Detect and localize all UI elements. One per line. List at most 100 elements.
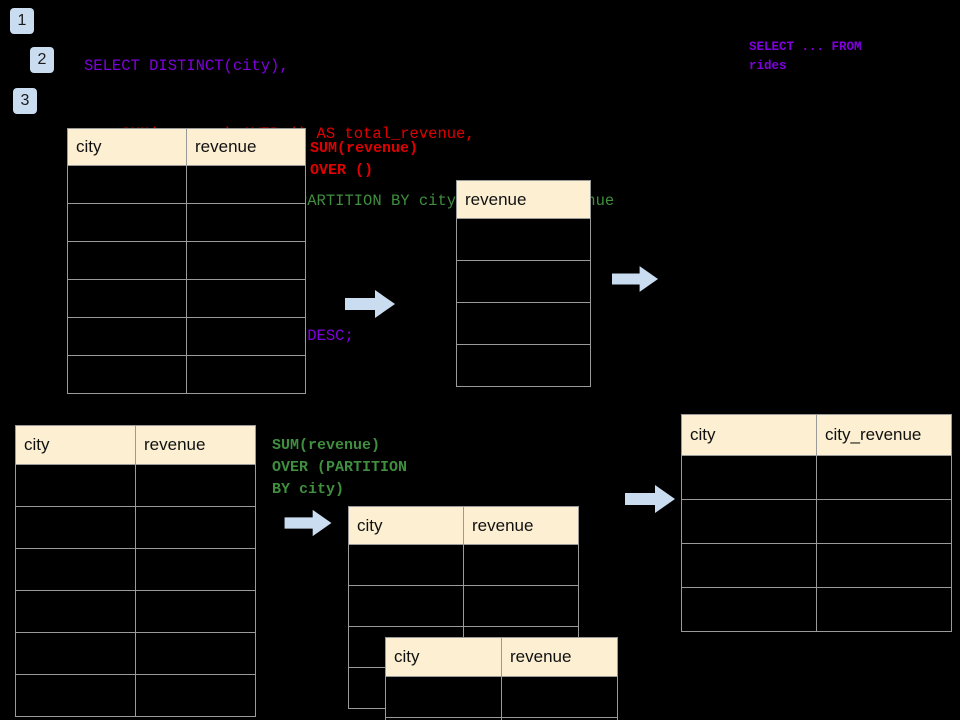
cell <box>15 506 136 549</box>
table-row <box>681 499 952 544</box>
header-cell-city: city <box>681 414 817 456</box>
arrow-rides-to-partition <box>284 509 332 537</box>
arrow-rides-to-total-revenue <box>345 290 395 318</box>
cell <box>501 676 618 718</box>
table-row <box>456 344 591 387</box>
annotation-total-revenue: SUM(revenue) OVER () <box>310 140 419 179</box>
cell <box>456 218 591 261</box>
cell <box>385 676 502 718</box>
cell <box>186 317 306 356</box>
cell <box>67 241 187 280</box>
cell <box>501 717 618 720</box>
cell <box>67 279 187 318</box>
cell <box>681 455 817 500</box>
table-row <box>15 590 256 633</box>
cell <box>15 464 136 507</box>
table-row <box>67 165 306 204</box>
cell <box>348 544 464 586</box>
cell <box>816 543 952 588</box>
cell <box>186 355 306 394</box>
table-header-row: city city_revenue <box>681 414 952 456</box>
cell <box>816 499 952 544</box>
header-cell-city-revenue: city_revenue <box>816 414 952 456</box>
table-row <box>67 355 306 394</box>
rides-source-table-top: city revenue <box>67 128 306 394</box>
table-row <box>456 260 591 303</box>
table-row <box>348 585 579 627</box>
header-cell-city: city <box>67 128 187 166</box>
cell <box>186 203 306 242</box>
table-row <box>15 506 256 549</box>
step-badge-2: 2 <box>30 47 54 73</box>
total-revenue-table: revenue <box>456 180 591 387</box>
partition-group-table-back: city revenue <box>348 506 579 709</box>
table-row <box>681 543 952 588</box>
table-header-row: city revenue <box>67 128 306 166</box>
table-row <box>456 302 591 345</box>
cell <box>15 674 136 717</box>
table-row <box>15 464 256 507</box>
table-header-row: city revenue <box>15 425 256 465</box>
table-row <box>67 279 306 318</box>
rides-source-table-bottom: city revenue <box>15 425 256 717</box>
header-cell-city: city <box>15 425 136 465</box>
header-cell-revenue: revenue <box>456 180 591 219</box>
cell <box>135 506 256 549</box>
cell <box>67 165 187 204</box>
step-badge-3: 3 <box>13 88 37 114</box>
cell <box>135 590 256 633</box>
table-header-row: city revenue <box>348 506 579 545</box>
cell <box>456 260 591 303</box>
table-row <box>385 676 618 718</box>
partition-group-table-front: city revenue <box>385 637 618 720</box>
header-cell-city: city <box>348 506 464 545</box>
cell <box>67 203 187 242</box>
sql-aside-text: SELECT ... FROM rides <box>749 40 862 73</box>
table-row <box>15 632 256 675</box>
cell <box>816 587 952 632</box>
cell <box>456 302 591 345</box>
cell <box>681 587 817 632</box>
table-row <box>456 218 591 261</box>
cell <box>15 548 136 591</box>
cell <box>67 355 187 394</box>
annotation-city-revenue: SUM(revenue) OVER (PARTITION BY city) <box>272 437 408 498</box>
cell <box>463 544 579 586</box>
arrow-total-revenue-to-result <box>612 266 658 292</box>
table-header-row: city revenue <box>385 637 618 677</box>
sql-line-1: SELECT DISTINCT(city), <box>84 57 289 75</box>
table-row <box>348 544 579 586</box>
cell <box>15 590 136 633</box>
cell <box>681 543 817 588</box>
table-row <box>681 587 952 632</box>
cell <box>135 464 256 507</box>
header-cell-revenue: revenue <box>135 425 256 465</box>
cell <box>463 585 579 627</box>
table-row <box>15 674 256 717</box>
cell <box>135 674 256 717</box>
cell <box>135 548 256 591</box>
cell <box>67 317 187 356</box>
cell <box>15 632 136 675</box>
cell <box>186 165 306 204</box>
header-cell-city: city <box>385 637 502 677</box>
table-row <box>681 455 952 500</box>
cell <box>186 279 306 318</box>
table-row <box>67 203 306 242</box>
cell <box>456 344 591 387</box>
step-badge-1: 1 <box>10 8 34 34</box>
cell <box>681 499 817 544</box>
cell <box>348 585 464 627</box>
cell <box>816 455 952 500</box>
table-row <box>67 241 306 280</box>
result-table: city city_revenue <box>681 414 952 632</box>
header-cell-revenue: revenue <box>186 128 306 166</box>
header-cell-revenue: revenue <box>501 637 618 677</box>
table-row <box>385 717 618 720</box>
table-row <box>67 317 306 356</box>
cell <box>186 241 306 280</box>
header-cell-revenue: revenue <box>463 506 579 545</box>
cell <box>135 632 256 675</box>
arrow-partition-to-result <box>625 485 675 513</box>
